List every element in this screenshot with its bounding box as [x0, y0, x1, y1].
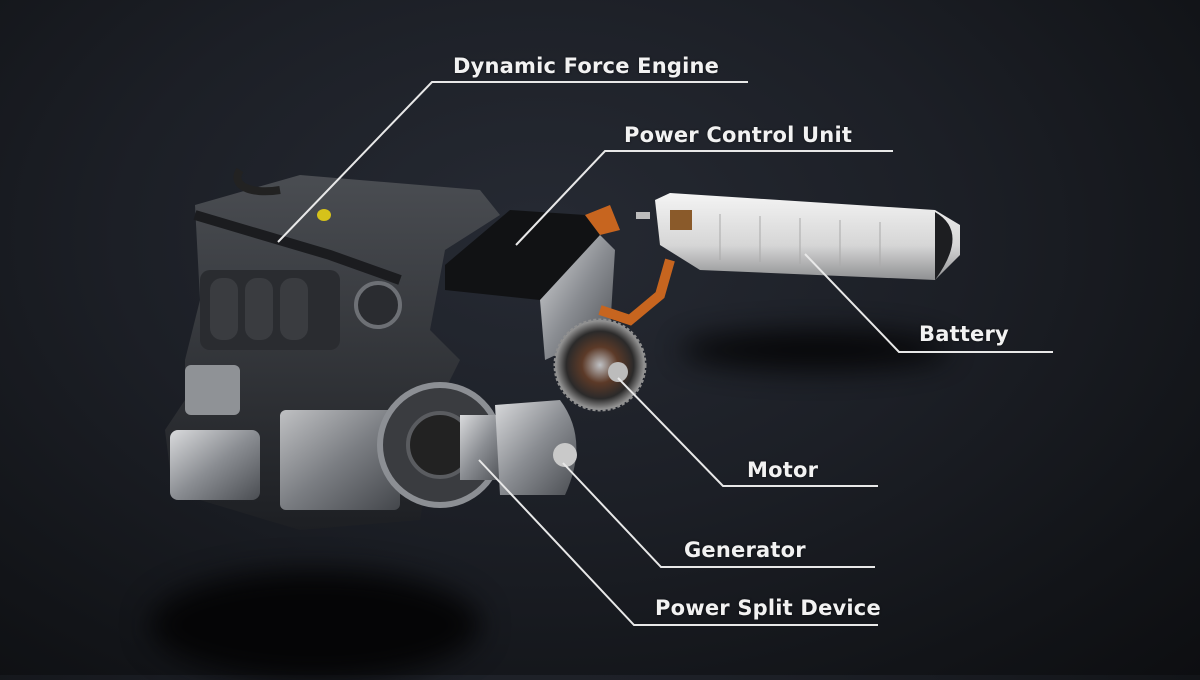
engine-shadow: [150, 570, 480, 680]
leader-pcu: [515, 150, 893, 246]
leader-motor: [617, 377, 878, 487]
label-motor: Motor: [747, 458, 819, 482]
generator-assembly: [377, 382, 577, 508]
hv-cable: [598, 258, 675, 326]
leader-generator: [562, 462, 875, 568]
label-dynamic-force-engine: Dynamic Force Engine: [453, 54, 720, 78]
label-battery: Battery: [919, 322, 1009, 346]
label-generator: Generator: [684, 538, 806, 562]
battery-shadow: [680, 330, 950, 370]
leader-engine: [277, 81, 748, 243]
leader-battery: [804, 253, 1053, 353]
engine-block: [165, 167, 500, 530]
label-power-split-device: Power Split Device: [655, 596, 881, 620]
label-power-control-unit: Power Control Unit: [624, 123, 853, 147]
leader-power-split: [478, 459, 878, 626]
battery-pack: [636, 193, 960, 280]
motor-gear: [553, 318, 647, 412]
